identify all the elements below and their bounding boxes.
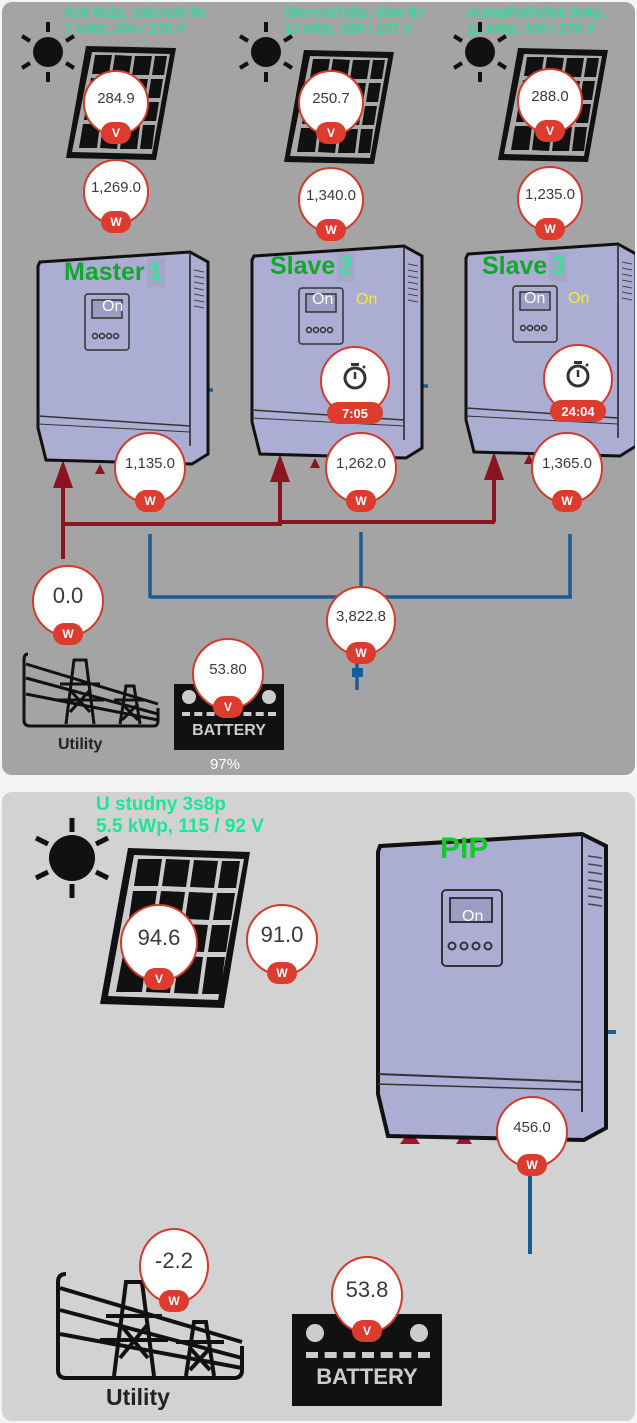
utility-power-gauge[interactable]: -2.2 W <box>139 1228 209 1312</box>
slave2-output-value: 1,262.0 <box>335 454 387 472</box>
array-power-value: 91.0 <box>260 922 304 947</box>
inverter-slave2-extra-status: On <box>356 291 378 308</box>
battery-label: BATTERY <box>316 1364 418 1389</box>
array1-power-unit: W <box>101 211 131 233</box>
array2-power-gauge[interactable]: 1,340.0 W <box>298 167 364 241</box>
pip-output-unit: W <box>517 1154 547 1176</box>
battery-voltage-unit: V <box>352 1320 382 1342</box>
battery-voltage-value: 53.8 <box>345 1277 389 1302</box>
array2-power-unit: W <box>316 219 346 241</box>
array-power-gauge[interactable]: 91.0 W <box>246 904 318 984</box>
array3-power-unit: W <box>535 218 565 240</box>
inverter-pip[interactable]: PIP On <box>370 830 614 1148</box>
sun-icon <box>238 22 294 82</box>
array3-title: Autopřístřešek 8s4p, 12 kWp, 330 / 270 V <box>467 4 606 37</box>
array1-voltage-value: 284.9 <box>97 89 135 107</box>
utility-power-value: -2.2 <box>155 1248 193 1273</box>
array-voltage-value: 94.6 <box>137 925 181 950</box>
array2-power-value: 1,340.0 <box>305 186 357 204</box>
master-output-unit: W <box>135 490 165 512</box>
utility-pylon-icon <box>22 652 160 728</box>
utility-label: Utility <box>58 736 103 753</box>
array2-voltage-value: 250.7 <box>312 89 350 107</box>
stopwatch-icon <box>545 346 611 402</box>
array3-power-gauge[interactable]: 1,235.0 W <box>517 166 583 240</box>
battery-voltage-gauge[interactable]: 53.80 V <box>192 638 264 718</box>
load-plug-icon <box>352 668 363 677</box>
battery-label: BATTERY <box>192 722 266 739</box>
slave3-output-value: 1,365.0 <box>541 454 593 472</box>
ac-input-arrows <box>53 452 534 488</box>
array1-voltage-unit: V <box>101 122 131 144</box>
array-power-unit: W <box>267 962 297 984</box>
master-output-gauge[interactable]: 1,135.0 W <box>114 432 186 512</box>
array3-power-value: 1,235.0 <box>524 185 576 203</box>
pip-output-value: 456.0 <box>513 1118 551 1136</box>
slave2-output-unit: W <box>346 490 376 512</box>
array3-voltage-value: 288.0 <box>531 87 569 105</box>
array3-voltage-unit: V <box>535 120 565 142</box>
load-power-gauge[interactable]: 3,822.8 W <box>326 586 396 664</box>
inverter-slave2-lcd-status: On <box>312 291 334 308</box>
battery-voltage-unit: V <box>213 696 243 718</box>
sun-icon <box>20 22 76 82</box>
array-voltage-unit: V <box>144 968 174 990</box>
array1-power-value: 1,269.0 <box>90 178 142 196</box>
array1-title: Krb 8s2p, zábradlí 9s 7 kWp, 330 / 270 V <box>65 4 206 37</box>
array1-power-gauge[interactable]: 1,269.0 W <box>83 159 149 233</box>
inverter-pip-lcd-status: On <box>462 908 484 925</box>
utility-label: Utility <box>106 1384 170 1410</box>
sun-icon <box>34 818 110 898</box>
array2-voltage-unit: V <box>316 122 346 144</box>
battery-voltage-gauge[interactable]: 53.8 V <box>331 1256 403 1342</box>
inverter-slave3-extra-status: On <box>568 290 590 307</box>
utility-pylon-icon <box>56 1272 244 1380</box>
battery-soc: 97% <box>210 756 241 773</box>
slave3-output-gauge[interactable]: 1,365.0 W <box>531 432 603 512</box>
utility-power-unit: W <box>53 623 83 645</box>
inverter-slave3-lcd-status: On <box>524 290 546 307</box>
system1-card: Krb 8s2p, zábradlí 9s 7 kWp, 330 / 270 V… <box>2 2 635 775</box>
utility-power-gauge[interactable]: 0.0 W <box>32 565 104 645</box>
array-title: U studny 3s8p 5.5 kWp, 115 / 92 V <box>96 794 264 837</box>
slave3-timer-value: 24:04 <box>550 400 606 422</box>
array2-title: Dřevník7s5p, dům 8s 13 kWp, 289 / 237 V <box>284 4 425 37</box>
array2-voltage-gauge[interactable]: 250.7 V <box>298 70 364 144</box>
array1-voltage-gauge[interactable]: 284.9 V <box>83 70 149 144</box>
inverter-icon <box>36 250 210 466</box>
sun-icon <box>452 22 508 82</box>
slave2-output-gauge[interactable]: 1,262.0 W <box>325 432 397 512</box>
utility-power-unit: W <box>159 1290 189 1312</box>
load-power-value: 3,822.8 <box>335 607 387 625</box>
pip-output-gauge[interactable]: 456.0 W <box>496 1096 568 1176</box>
slave2-timer-value: 7:05 <box>327 402 383 424</box>
utility-power-value: 0.0 <box>52 583 84 608</box>
master-output-value: 1,135.0 <box>124 454 176 472</box>
slave2-timer-gauge[interactable]: 7:05 <box>320 346 390 424</box>
system2-card: U studny 3s8p 5.5 kWp, 115 / 92 V 94.6 V… <box>2 792 635 1421</box>
inverter-pip-label: PIP <box>440 832 489 865</box>
load-power-unit: W <box>346 642 376 664</box>
array-voltage-gauge[interactable]: 94.6 V <box>120 904 198 990</box>
battery-voltage-value: 53.80 <box>209 660 247 678</box>
array3-voltage-gauge[interactable]: 288.0 V <box>517 68 583 142</box>
slave3-timer-gauge[interactable]: 24:04 <box>543 344 613 422</box>
stopwatch-icon <box>322 348 388 404</box>
inverter-master-lcd-status: On <box>102 298 124 315</box>
slave3-output-unit: W <box>552 490 582 512</box>
inverter-icon <box>376 831 608 1143</box>
